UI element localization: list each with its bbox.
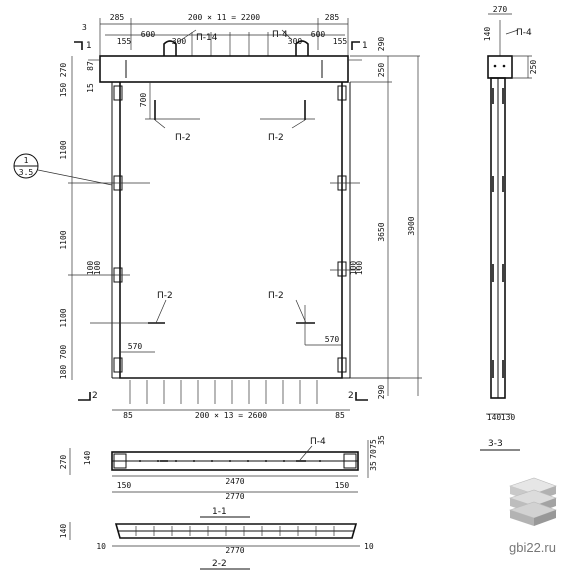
bottom-dim-left: 85 [123,411,133,420]
bottom-rebar-ticks [129,380,318,404]
svg-text:35: 35 [369,461,378,471]
sec22-body [114,523,358,539]
lifting-loop-left [163,40,177,56]
mesh-markers: П-2 П-2 П-2 П-2 [145,100,315,345]
mesh-label-3: П-2 [157,291,173,301]
top-rebar-ticks [191,32,269,56]
bottom-dim-middle: 200 × 13 = 2600 [195,411,267,420]
notches-left [113,85,123,373]
sec33-label-p4: П-4 [516,28,532,38]
svg-text:250: 250 [377,63,386,78]
mesh-label-1: П-2 [175,133,191,143]
sec11-label-p4: П-4 [310,437,326,447]
sec11-dim-2470: 2470 [225,477,244,486]
cut-mark-2-right [355,392,368,401]
panel-body [119,82,343,379]
sec33-dim-140: 140 [483,27,492,42]
svg-text:75: 75 [369,439,378,449]
top-dim-middle: 200 × 11 = 2200 [188,13,260,22]
top-beam [99,55,349,83]
cut-label-1-right: 1 [362,41,368,51]
sec22-dim-140: 140 [59,524,68,539]
cut-label-2-left: 2 [92,391,98,401]
svg-text:150: 150 [59,83,68,98]
sec33-inserts [492,88,504,378]
mesh-label-2: П-2 [268,133,284,143]
sec11-dim-2770: 2770 [225,492,244,501]
svg-text:1100: 1100 [59,308,68,327]
sec33-dim-140-bottom: 140 [487,413,502,422]
svg-text:100: 100 [349,261,358,276]
cut-mark-1-right [351,41,360,50]
svg-text:1100: 1100 [59,140,68,159]
sec33-dim-270: 270 [493,5,508,14]
sec11-title: 1-1 [212,507,227,517]
offset-600-right: 600 [311,30,326,39]
svg-text:3900: 3900 [407,216,416,235]
watermark: gbi22.ru [509,477,557,555]
svg-text:270: 270 [59,63,68,78]
section-2-2: 140 10 10 2770 2-2 [59,522,374,570]
bottom-dim-right: 85 [335,411,345,420]
watermark-logo-icon [509,477,557,526]
callout-top: 1 [24,156,29,165]
svg-text:1100: 1100 [59,230,68,249]
svg-text:3650: 3650 [377,222,386,241]
cut-label-1-left: 1 [86,41,92,51]
sec33-title: 3-3 [488,439,503,449]
svg-text:180: 180 [59,365,68,380]
svg-text:100: 100 [355,261,364,276]
elevation-view: 285 200 × 11 = 2200 285 155 600 300 300 … [13,13,422,420]
sec11-dots [139,460,321,462]
sec11-dim-270: 270 [59,455,68,470]
offset-155-left: 155 [117,37,132,46]
sec33-dim-130-bottom: 130 [501,413,516,422]
svg-text:100: 100 [93,261,102,276]
svg-text:70: 70 [369,449,378,459]
dim-570-right: 570 [325,335,340,344]
right-dims: 290 250 3650 3900 100 100 290 [349,37,416,400]
top-dim-right: 285 [325,13,340,22]
top-dim-left: 285 [110,13,125,22]
cut-mark-2-left [78,392,91,401]
offset-600-left: 600 [141,30,156,39]
svg-text:100: 100 [86,261,95,276]
sec22-title: 2-2 [212,559,227,569]
mesh-label-4: П-2 [268,291,284,301]
callout-bottom: 3.5 [19,168,34,177]
sec33-dim-250: 250 [529,60,538,75]
watermark-text: gbi22.ru [509,540,556,555]
svg-text:87: 87 [86,61,95,71]
loop-label-right: П-4 [272,30,288,40]
section-3-3: 270 140 П-4 250 140 130 3-3 [480,5,538,451]
notches-right [337,85,347,373]
left-dims: 270 150 15 1100 1100 100 100 1100 700 18… [59,23,102,379]
sec33-top-block [487,55,513,79]
sec22-ticks [135,526,335,536]
sec11-dim-140: 140 [83,451,92,466]
cut-mark-1-left [74,41,83,50]
svg-text:290: 290 [377,37,386,52]
svg-text:700: 700 [59,345,68,360]
sec22-dim-2770: 2770 [225,546,244,555]
svg-text:3: 3 [82,23,87,32]
cut-label-2-right: 2 [348,391,354,401]
inner-dim-700: 700 [139,93,148,108]
dim-570-left: 570 [128,342,143,351]
svg-text:35: 35 [377,435,386,445]
sec22-end-left: 10 [96,542,106,551]
sec22-end-right: 10 [364,542,374,551]
offset-300-right: 300 [288,37,303,46]
offset-155-right: 155 [333,37,348,46]
sec11-small-150-left: 150 [117,481,132,490]
section-1-1: 270 140 П-4 75 70 35 35 150 150 2470 277… [59,435,386,518]
lifting-loop-right [295,40,309,56]
svg-text:290: 290 [377,385,386,400]
sec11-small-150-right: 150 [335,481,350,490]
loop-label-left: П-14 [196,33,218,43]
svg-text:15: 15 [86,83,95,93]
